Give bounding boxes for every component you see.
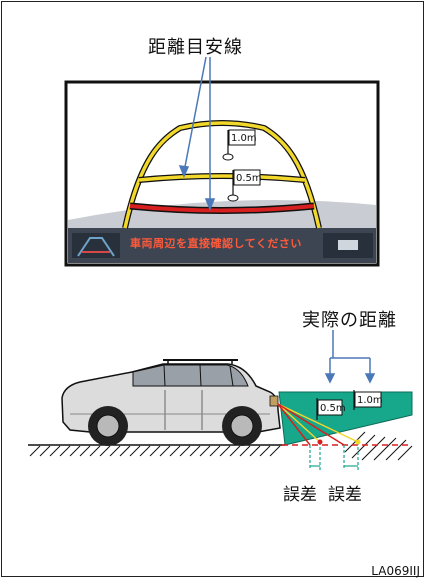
arrow-head-middle — [204, 198, 216, 212]
ground-hatch — [29, 445, 281, 457]
slope — [278, 391, 413, 446]
guide-line-arrows — [178, 56, 216, 212]
slope-flag-far-text: 1.0m — [357, 395, 383, 406]
slope-flag-near-text: 0.5m — [320, 403, 346, 414]
slope-hatch — [344, 431, 413, 461]
slope-flag-far: 1.0m — [353, 390, 383, 410]
screen-flag-far-text: 1.0m — [231, 133, 257, 144]
screen-flag-near — [233, 169, 261, 186]
actual-distance-bracket — [324, 330, 376, 384]
guide-red-line — [129, 204, 315, 213]
car — [61, 359, 281, 446]
slope-flag-near: 0.5m — [316, 398, 346, 420]
error-label-2: 誤差 — [328, 485, 362, 505]
guide-side-lines — [123, 121, 321, 229]
side-view: 0.5m 1.0m — [28, 330, 413, 470]
error-label-1: 誤差 — [283, 485, 317, 505]
distance-guide-lines-label: 距離目安線 — [148, 37, 243, 58]
actual-distance-label: 実際の距離 — [302, 310, 397, 331]
screen-flag-far — [228, 129, 256, 146]
screen-flag-near-text: 0.5m — [236, 173, 262, 184]
guide-mid-line — [138, 174, 306, 182]
figure-code: LA069IIJ — [371, 564, 420, 578]
arrow-head-left — [178, 165, 190, 178]
thumb-left-guide — [77, 237, 115, 257]
screen-warning-text: 車両周辺を直接確認してください — [130, 237, 302, 250]
thumb-right-car — [338, 240, 358, 250]
view-lines — [277, 403, 359, 446]
camera-screen: 1.0m 0.5m — [64, 80, 380, 267]
error-markers — [309, 442, 359, 470]
